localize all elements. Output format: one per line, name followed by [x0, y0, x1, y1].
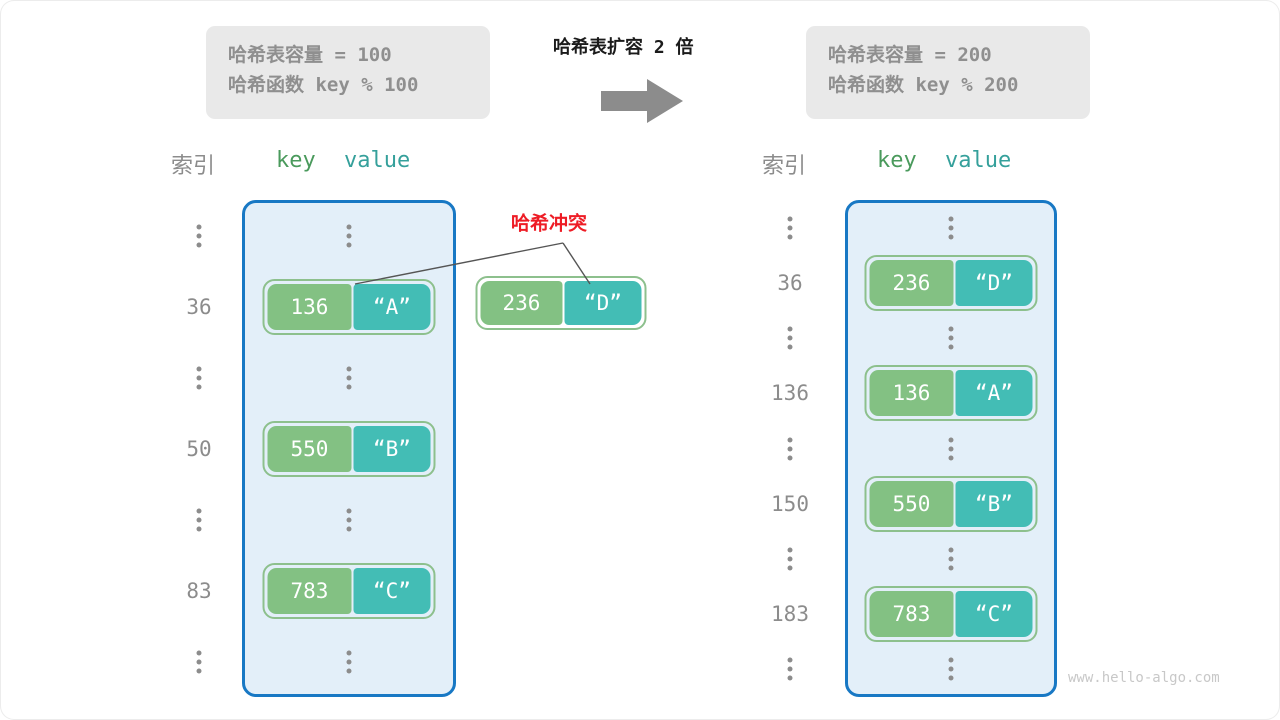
- left-index-header: 索引: [171, 154, 216, 179]
- key-cell: 236: [869, 259, 954, 306]
- right-hash-function-text: 哈希函数 key % 200: [828, 74, 1019, 96]
- bucket-ellipsis: [346, 508, 352, 531]
- bucket-ellipsis: [346, 366, 352, 389]
- table-row: 550“B”: [864, 475, 1038, 532]
- value-cell: “A”: [955, 370, 1033, 417]
- table-row: 783“C”: [262, 562, 436, 619]
- bucket-ellipsis: [948, 326, 954, 350]
- key-cell: 783: [267, 567, 352, 614]
- collision-entry: 236 “D”: [475, 276, 647, 330]
- table-row: 236“D”: [864, 254, 1038, 311]
- table-row: 783“C”: [864, 586, 1038, 643]
- collision-key-cell: 236: [480, 281, 563, 325]
- expansion-title: 哈希表扩容 2 倍: [553, 37, 694, 58]
- index-ellipsis: [787, 216, 793, 240]
- right-config-box: 哈希表容量 = 200 哈希函数 key % 200: [806, 26, 1090, 119]
- right-capacity-text: 哈希表容量 = 200: [828, 44, 992, 66]
- bucket-ellipsis: [346, 224, 352, 247]
- left-config-box: 哈希表容量 = 100 哈希函数 key % 100: [206, 26, 490, 119]
- index-ellipsis: [787, 326, 793, 350]
- index-label: 150: [771, 491, 809, 516]
- collision-value-cell: “D”: [564, 281, 642, 325]
- value-cell: “B”: [353, 425, 431, 472]
- collision-label: 哈希冲突: [510, 212, 588, 235]
- index-label: 50: [186, 436, 212, 461]
- index-ellipsis: [787, 547, 793, 571]
- key-cell: 783: [869, 591, 954, 638]
- right-value-header: value: [945, 148, 1012, 173]
- bucket-ellipsis: [948, 437, 954, 460]
- index-ellipsis: [196, 366, 202, 389]
- bucket-ellipsis: [948, 547, 954, 571]
- index-ellipsis: [787, 657, 793, 681]
- index-ellipsis: [196, 650, 202, 673]
- table-row: 136“A”: [262, 278, 436, 335]
- index-label: 83: [186, 578, 212, 603]
- watermark: www.hello-algo.com: [1068, 670, 1220, 686]
- index-ellipsis: [787, 437, 793, 460]
- value-cell: “B”: [955, 480, 1033, 527]
- key-cell: 136: [869, 370, 954, 417]
- right-arrow-icon: [601, 79, 683, 127]
- index-label: 36: [186, 294, 212, 319]
- value-cell: “C”: [955, 591, 1033, 638]
- index-label: 36: [777, 270, 803, 295]
- left-value-header: value: [344, 148, 411, 173]
- bucket-ellipsis: [346, 650, 352, 673]
- index-label: 183: [771, 602, 809, 627]
- bucket-ellipsis: [948, 216, 954, 240]
- left-capacity-text: 哈希表容量 = 100: [228, 44, 392, 66]
- right-index-header: 索引: [762, 154, 807, 179]
- left-hash-function-text: 哈希函数 key % 100: [228, 74, 419, 96]
- table-row: 136“A”: [864, 365, 1038, 422]
- value-cell: “C”: [353, 567, 431, 614]
- left-key-header: key: [276, 148, 316, 173]
- key-cell: 550: [267, 425, 352, 472]
- bucket-ellipsis: [948, 657, 954, 681]
- index-ellipsis: [196, 224, 202, 247]
- key-cell: 550: [869, 480, 954, 527]
- value-cell: “A”: [353, 283, 431, 330]
- value-cell: “D”: [955, 259, 1033, 306]
- table-row: 550“B”: [262, 420, 436, 477]
- key-cell: 136: [267, 283, 352, 330]
- index-label: 136: [771, 381, 809, 406]
- index-ellipsis: [196, 508, 202, 531]
- right-key-header: key: [877, 148, 917, 173]
